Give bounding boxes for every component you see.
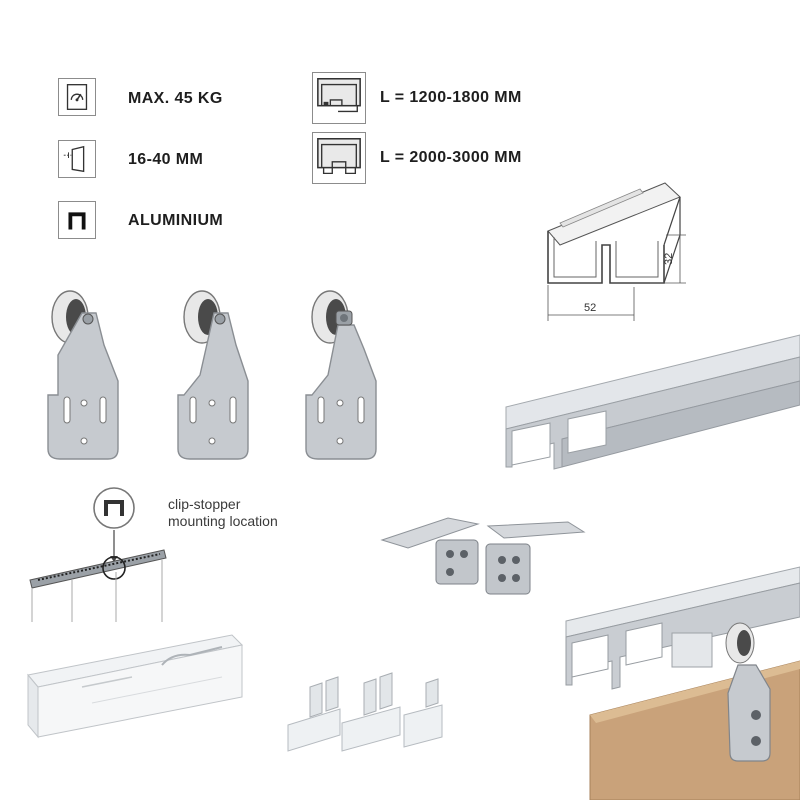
soft-close-damper <box>380 517 586 595</box>
max-load-label: MAX. 45 KG <box>128 90 223 107</box>
track-short-icon <box>312 72 366 124</box>
clear-plastic-guides <box>287 672 443 752</box>
roller-carrier-1 <box>47 290 119 460</box>
profile-width-label: 52 <box>584 302 596 314</box>
length-short-label: L = 1200-1800 MM <box>380 89 522 106</box>
door-thickness-icon <box>58 140 96 178</box>
track-long-icon <box>312 132 366 184</box>
callout-line-1: clip-stopper <box>168 496 241 512</box>
roller-carrier-2 <box>177 290 249 460</box>
weight-gauge-icon <box>58 78 96 116</box>
clip-stopper-callout: clip-stopper mounting location <box>168 496 278 530</box>
track-door-assembly <box>565 566 800 800</box>
profile-height-label: 32 <box>663 253 675 265</box>
material-label: ALUMINIUM <box>128 212 224 229</box>
roller-carrier-3 <box>305 290 377 460</box>
door-thickness-label: 16-40 MM <box>128 151 204 168</box>
mounting-location-drawing <box>29 530 167 622</box>
callout-line-2: mounting location <box>168 513 278 529</box>
aluminium-profile-icon <box>58 201 96 239</box>
transparent-bottom-guide <box>27 634 244 739</box>
clip-stopper-callout-icon <box>93 487 135 529</box>
profile-technical-drawing: 32 52 <box>547 182 686 321</box>
length-long-label: L = 2000-3000 MM <box>380 149 522 166</box>
aluminium-double-track <box>505 334 800 470</box>
